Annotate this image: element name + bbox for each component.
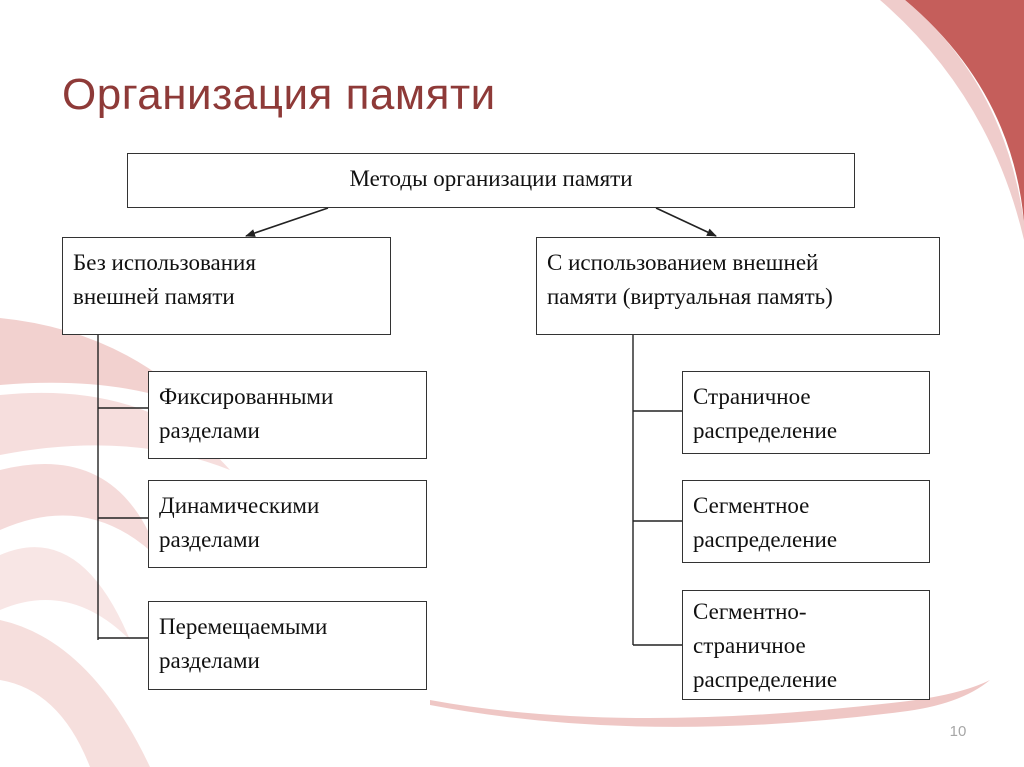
branch-node-with-external-memory: С использованием внешней памяти (виртуал…	[536, 237, 940, 335]
page-number: 10	[949, 723, 967, 740]
root-node: Методы организации памяти	[127, 153, 855, 208]
leaf-node-dynamic-partitions: Динамическими разделами	[148, 480, 427, 568]
leaf-node-paged-allocation: Страничное распределение	[682, 371, 930, 454]
branch-node-without-external-memory: Без использования внешней памяти	[62, 237, 391, 335]
leaf-node-relocatable-partitions: Перемещаемыми разделами	[148, 601, 427, 690]
slide-title: Организация памяти	[62, 70, 496, 119]
leaf-node-fixed-partitions: Фиксированными разделами	[148, 371, 427, 459]
leaf-node-segmented-allocation: Сегментное распределение	[682, 480, 930, 563]
leaf-node-segmented-paged-allocation: Сегментно- страничное распределение	[682, 590, 930, 700]
